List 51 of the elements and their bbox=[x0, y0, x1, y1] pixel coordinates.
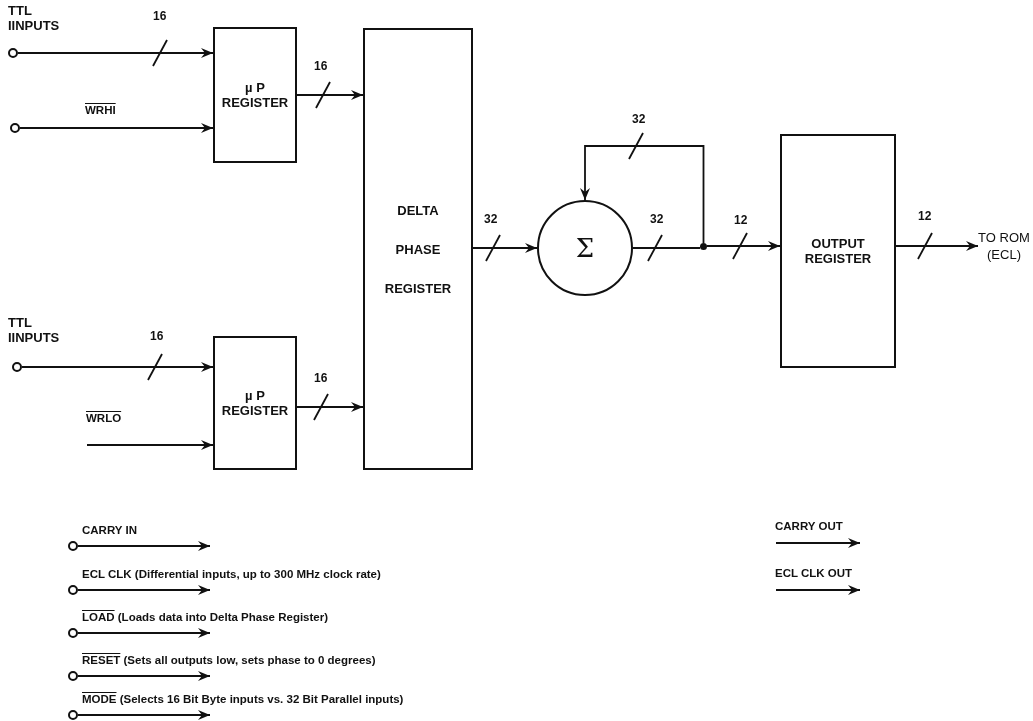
terminal-circle bbox=[68, 710, 78, 720]
junction-dot bbox=[700, 243, 707, 250]
output-label: TO ROM (ECL) bbox=[978, 214, 1030, 280]
connector-line bbox=[632, 247, 701, 249]
terminal-label: TTL IINPUTS bbox=[8, 4, 61, 34]
arrow bbox=[77, 585, 211, 595]
arrow bbox=[706, 241, 781, 251]
signal-label: ECL CLK OUT bbox=[775, 567, 853, 581]
signal-label: WRLO bbox=[86, 412, 122, 426]
signal-label: ECL CLK (Differential inputs, up to 300 MHz clock rate) bbox=[82, 568, 381, 582]
arrow bbox=[296, 90, 364, 100]
signal-label: RESET (Sets all outputs low, sets phase to 0 degrees) bbox=[82, 654, 376, 668]
signal-label: CARRY IN bbox=[82, 524, 137, 538]
summer-circle: Σ bbox=[537, 200, 633, 296]
register-box: µ P REGISTER bbox=[213, 336, 297, 470]
bus-width-label: 12 bbox=[734, 214, 748, 228]
register-box: DELTA PHASE REGISTER bbox=[363, 28, 473, 470]
terminal-circle bbox=[10, 123, 20, 133]
arrow bbox=[19, 123, 214, 133]
terminal-circle bbox=[68, 628, 78, 638]
signal-label: LOAD (Loads data into Delta Phase Register) bbox=[82, 611, 329, 625]
terminal-circle bbox=[8, 48, 18, 58]
arrow bbox=[86, 440, 214, 450]
bus-width-label: 16 bbox=[153, 10, 167, 24]
signal-label: CARRY OUT bbox=[775, 520, 843, 534]
terminal-circle bbox=[12, 362, 22, 372]
arrow bbox=[77, 541, 211, 551]
arrow bbox=[77, 628, 211, 638]
bus-width-label: 16 bbox=[314, 60, 328, 74]
arrow bbox=[77, 671, 211, 681]
bus-width-label: 12 bbox=[918, 210, 932, 224]
register-box: OUTPUT REGISTER bbox=[780, 134, 896, 368]
terminal-circle bbox=[68, 541, 78, 551]
arrow bbox=[472, 243, 538, 253]
arrow bbox=[17, 48, 214, 58]
arrow bbox=[895, 241, 979, 251]
bus-width-label: 32 bbox=[484, 213, 498, 227]
arrow bbox=[77, 710, 211, 720]
terminal-label: TTL IINPUTS bbox=[8, 316, 61, 346]
terminal-circle bbox=[68, 671, 78, 681]
arrow bbox=[580, 145, 705, 244]
signal-label: WRHI bbox=[85, 104, 116, 118]
arrow bbox=[21, 362, 214, 372]
register-box: µ P REGISTER bbox=[213, 27, 297, 163]
arrow bbox=[296, 402, 364, 412]
bus-width-label: 16 bbox=[314, 372, 328, 386]
terminal-circle bbox=[68, 585, 78, 595]
signal-label: MODE (Selects 16 Bit Byte inputs vs. 32 Bit Parallel inputs) bbox=[82, 693, 404, 707]
bus-width-label: 32 bbox=[632, 113, 646, 127]
bus-width-label: 16 bbox=[150, 330, 164, 344]
bus-width-label: 32 bbox=[650, 213, 664, 227]
